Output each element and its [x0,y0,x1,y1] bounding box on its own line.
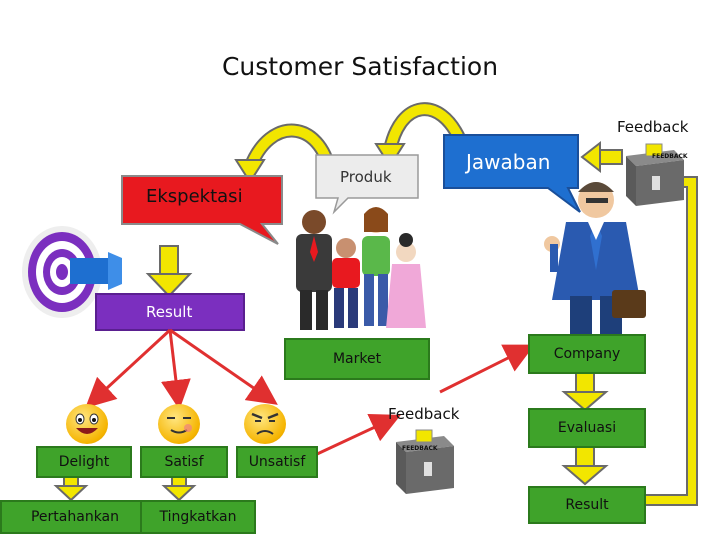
jawaban-bubble [443,134,581,213]
produk-label: Produk [340,168,392,186]
jawaban-label: Jawaban [466,150,551,174]
arrow-evaluasi-result [561,445,609,486]
unsatisf-box: Unsatisf [236,446,318,478]
target-icon [22,226,122,318]
ekspektasi-bubble [121,175,283,245]
arrow-satisf-tingkatkan [161,475,197,502]
result-bottom-label: Result [565,497,609,513]
feedback-loop-line [640,176,698,506]
satisf-label: Satisf [164,454,204,470]
ekspektasi-label: Ekspektasi [146,186,243,207]
feedback-box-icon: FEEDBACK [396,429,454,494]
unsatisf-label: Unsatisf [248,454,306,470]
page-title: Customer Satisfaction [221,52,499,81]
market-label: Market [332,351,382,367]
delight-label: Delight [58,454,110,470]
feedback-top-label: Feedback [617,118,689,136]
company-label: Company [553,346,621,362]
arrow-delight-pertahankan [53,475,89,502]
delight-face-icon [66,404,108,444]
feedback-box-icon: FEEDBACK [626,143,688,206]
result-main-label: Result [146,303,193,321]
unsatisf-face-icon [244,404,286,444]
arrows-result-faces [85,328,278,410]
satisf-box: Satisf [140,446,228,478]
result-bar [95,293,245,331]
svg-text:FEEDBACK: FEEDBACK [402,445,438,452]
pertahankan-label: Pertahankan [30,509,120,525]
delight-box: Delight [36,446,132,478]
people-group-icon [296,207,426,330]
tingkatkan-label: Tingkatkan [159,509,237,525]
tingkatkan-box: Tingkatkan [140,500,256,534]
evaluasi-label: Evaluasi [557,420,617,436]
businessman-icon [544,182,646,340]
result-bottom-box: Result [528,486,646,524]
arrow-feedback-company [439,344,535,394]
svg-text:FEEDBACK: FEEDBACK [652,153,688,160]
satisf-face-icon [158,404,200,444]
pertahankan-box: Pertahankan [0,500,150,534]
arrow-feedback-jawaban [580,140,623,174]
arrow-company-evaluasi [561,371,609,412]
produk-bubble [315,154,419,215]
feedback-mid-label: Feedback [388,405,460,423]
market-box: Market [284,338,430,380]
evaluasi-box: Evaluasi [528,408,646,448]
arrow-ekspektasi-result [145,245,193,298]
company-box: Company [528,334,646,374]
